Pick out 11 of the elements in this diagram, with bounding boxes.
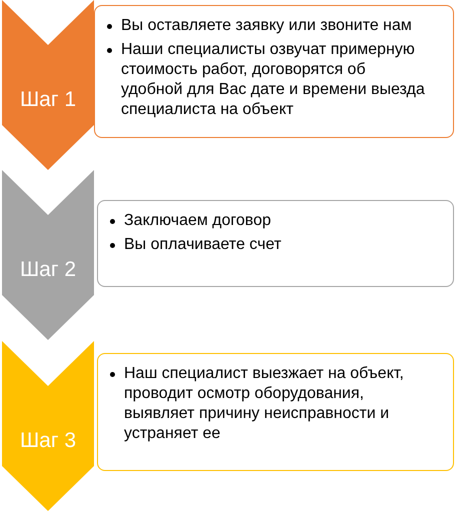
step-label: Шаг 2 <box>18 258 78 282</box>
text-panel <box>97 353 454 471</box>
bullet-text: Наши специалисты озвучат примерную стоимость работ, договорятся об удобной для Вас дате и времени выезда специалиста на объект <box>121 40 426 120</box>
bullet-text: Вы оплачиваете счет <box>124 235 282 255</box>
step-label: Шаг 3 <box>18 429 78 453</box>
bullet-text: Вы оставляете заявку или звоните нам <box>121 16 413 36</box>
text-panel <box>97 200 454 287</box>
text-panel <box>94 5 454 138</box>
bullet-text: Заключаем договор <box>124 211 272 231</box>
bullet-text: Наш специалист выезжает на объект, проводит осмотр оборудования, выявляет причину неисправности и устраняет ее <box>124 364 405 444</box>
step-label: Шаг 1 <box>18 88 78 112</box>
